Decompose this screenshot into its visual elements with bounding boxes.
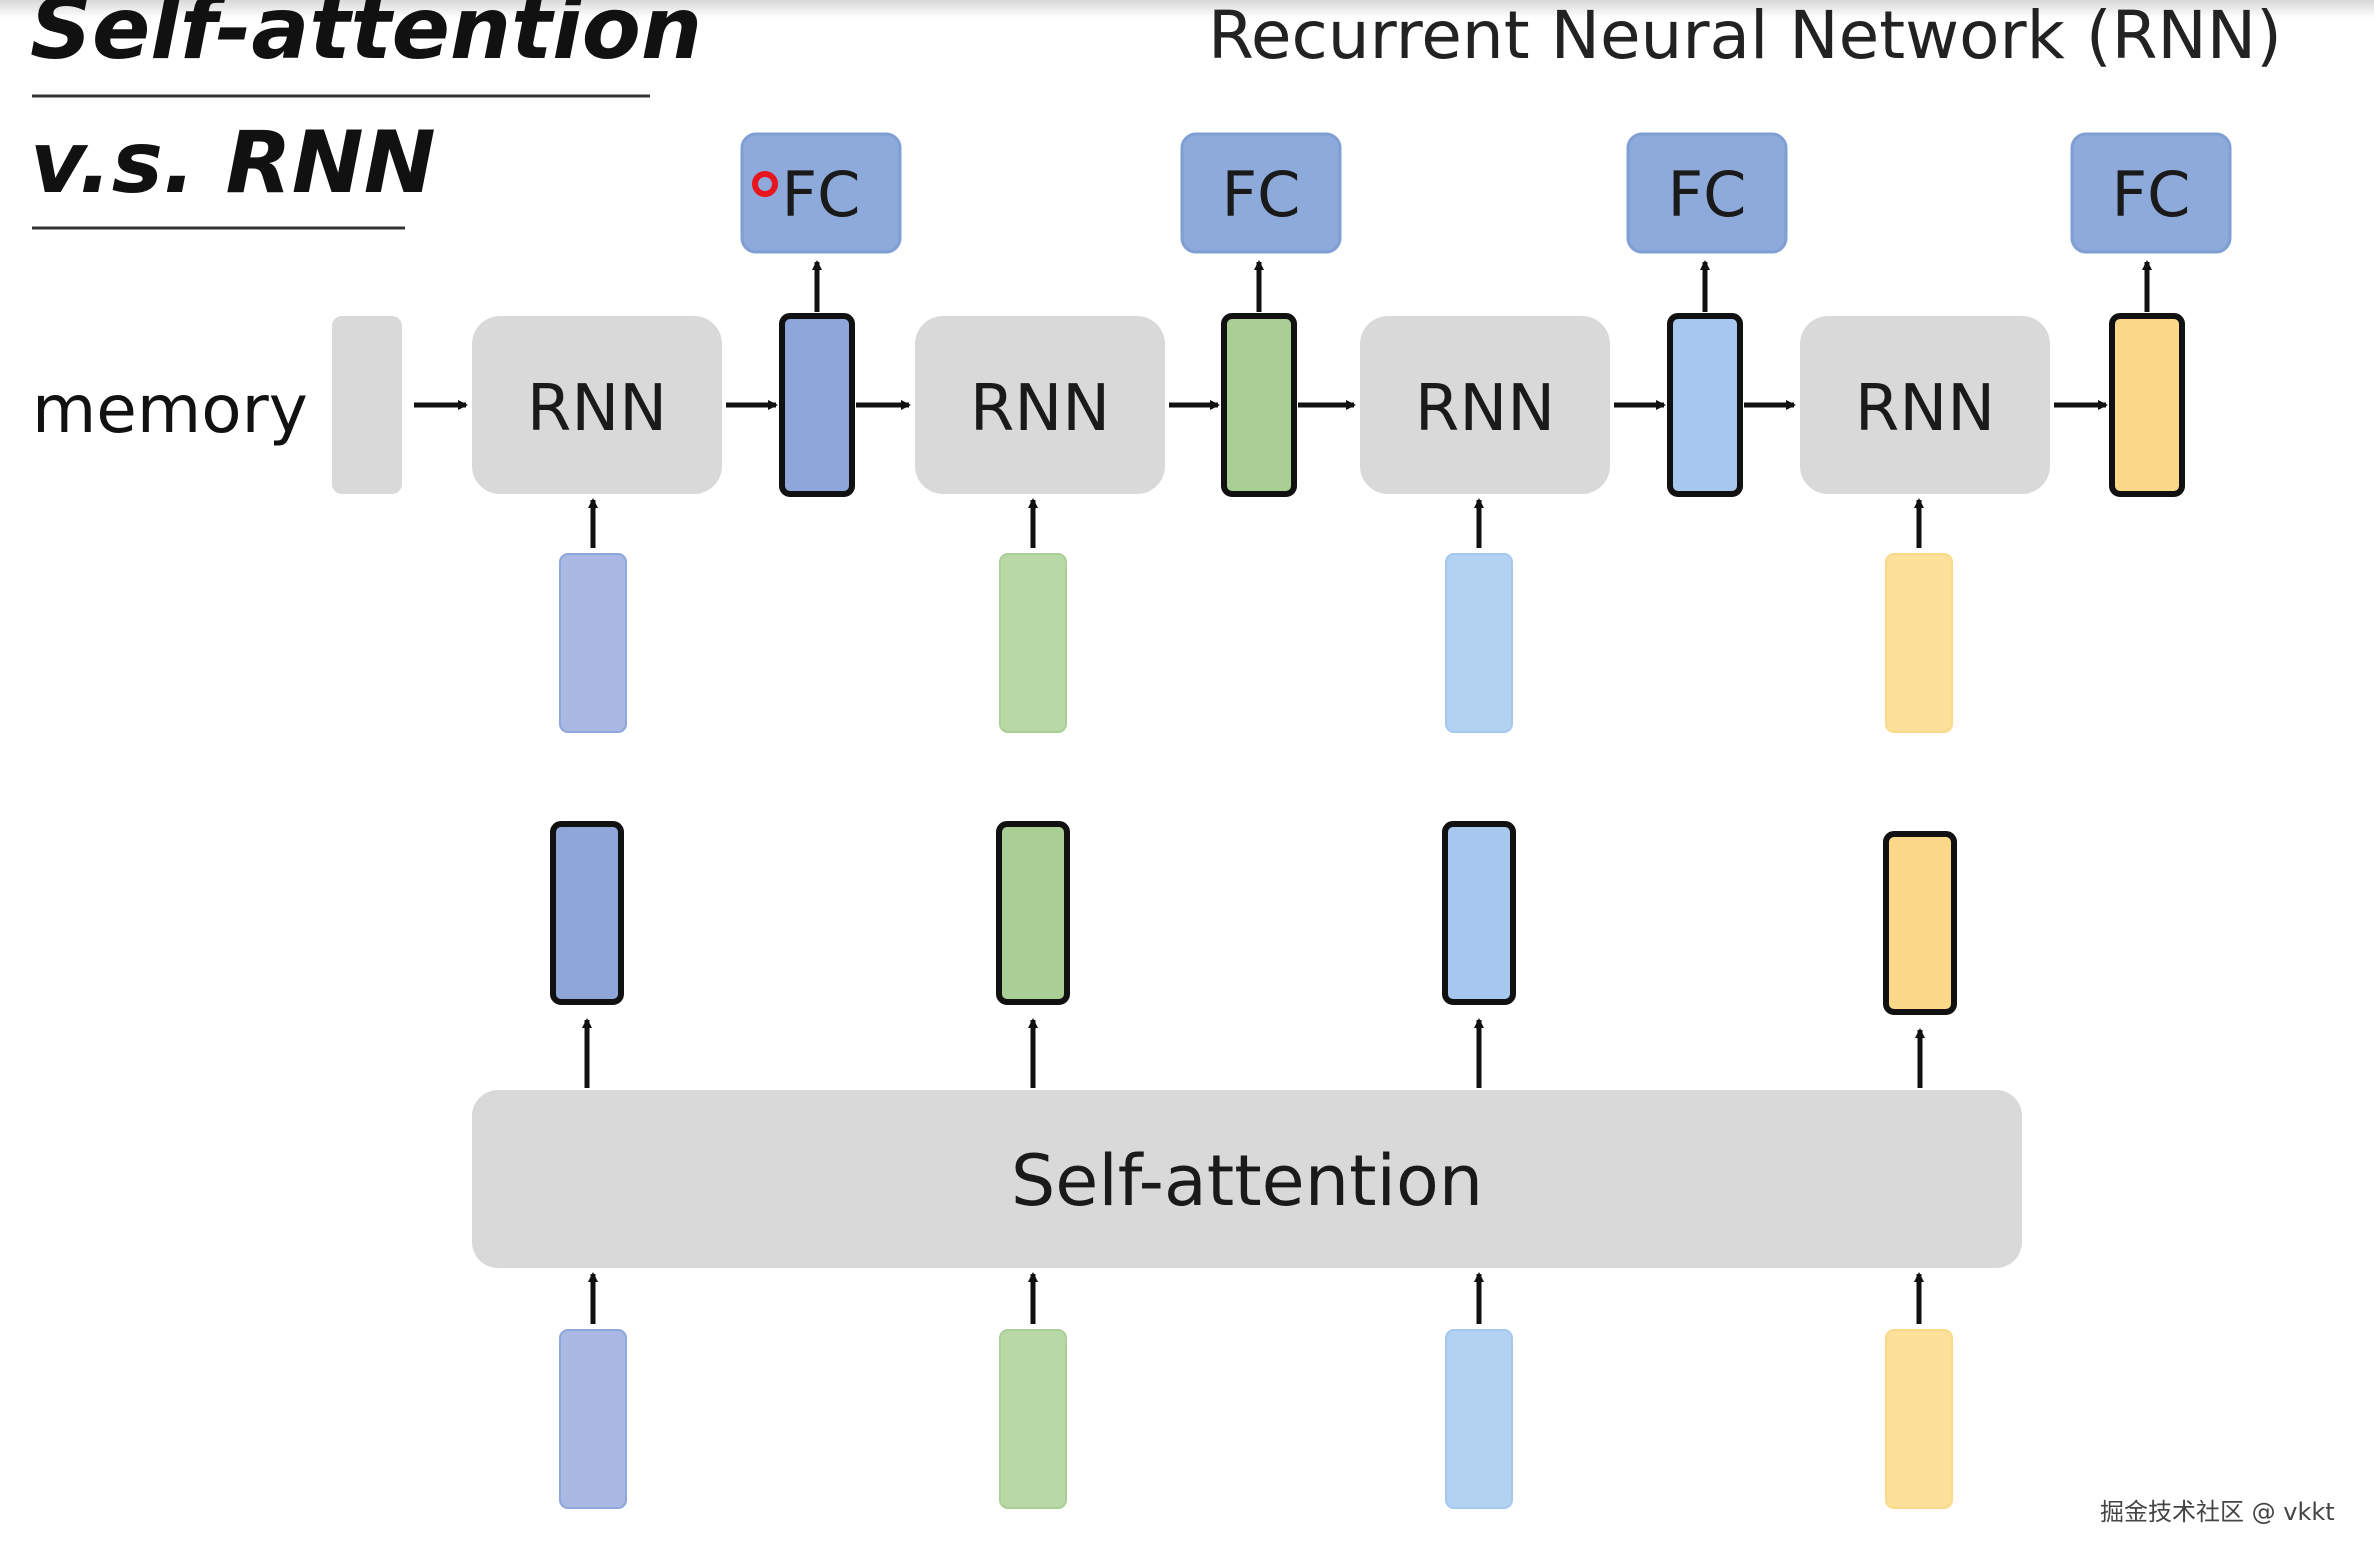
rnn-input-3 (1445, 553, 1513, 733)
fc-box-4 (2070, 132, 2232, 254)
sa-output-3 (1442, 821, 1516, 1005)
fc-box-3 (1626, 132, 1788, 254)
rnn-label-3: RNN (1415, 372, 1555, 446)
fc-label-1: FC (782, 158, 861, 231)
memory-label: memory (32, 371, 308, 448)
fc-label-2: FC (1222, 158, 1301, 231)
sa-input-2 (999, 1329, 1067, 1509)
rnn-label-1: RNN (527, 372, 667, 446)
rnn-box-1 (472, 316, 722, 494)
diagram-elements: RNN FC RNN FC RNN FC RNN FC Self-attention (414, 132, 2232, 1509)
rnn-box-3 (1360, 316, 1610, 494)
rnn-label-2: RNN (970, 372, 1110, 446)
sa-input-4 (1885, 1329, 1953, 1509)
rnn-input-1 (559, 553, 627, 733)
fc-box-1 (740, 132, 902, 254)
rnn-hidden-state-1 (779, 313, 855, 497)
fc-label-3: FC (1668, 158, 1747, 231)
rnn-input-2 (999, 553, 1067, 733)
rnn-input-4 (1885, 553, 1953, 733)
sa-input-3 (1445, 1329, 1513, 1509)
watermark: 掘金技术社区 @ vkkt (2100, 1498, 2335, 1526)
pointer-dot (752, 171, 778, 197)
sa-output-1 (550, 821, 624, 1005)
rnn-hidden-state-3 (1667, 313, 1743, 497)
rnn-hidden-state-2 (1221, 313, 1297, 497)
sa-output-4 (1883, 831, 1957, 1015)
memory-block (332, 316, 402, 494)
fc-box-2 (1180, 132, 1342, 254)
top-shadow (0, 0, 2374, 18)
sa-output-2 (996, 821, 1070, 1005)
rnn-box-4 (1800, 316, 2050, 494)
rnn-hidden-state-4 (2109, 313, 2185, 497)
title-line1: Self-attention (30, 0, 702, 79)
rnn-heading: Recurrent Neural Network (RNN) (1208, 0, 2282, 74)
sa-input-1 (559, 1329, 627, 1509)
title-line2: v.s. RNN (30, 113, 436, 213)
self-attention-label: Self-attention (1011, 1140, 1483, 1222)
fc-label-4: FC (2112, 158, 2191, 231)
self-attention-box (472, 1090, 2022, 1268)
rnn-label-4: RNN (1855, 372, 1995, 446)
rnn-box-2 (915, 316, 1165, 494)
